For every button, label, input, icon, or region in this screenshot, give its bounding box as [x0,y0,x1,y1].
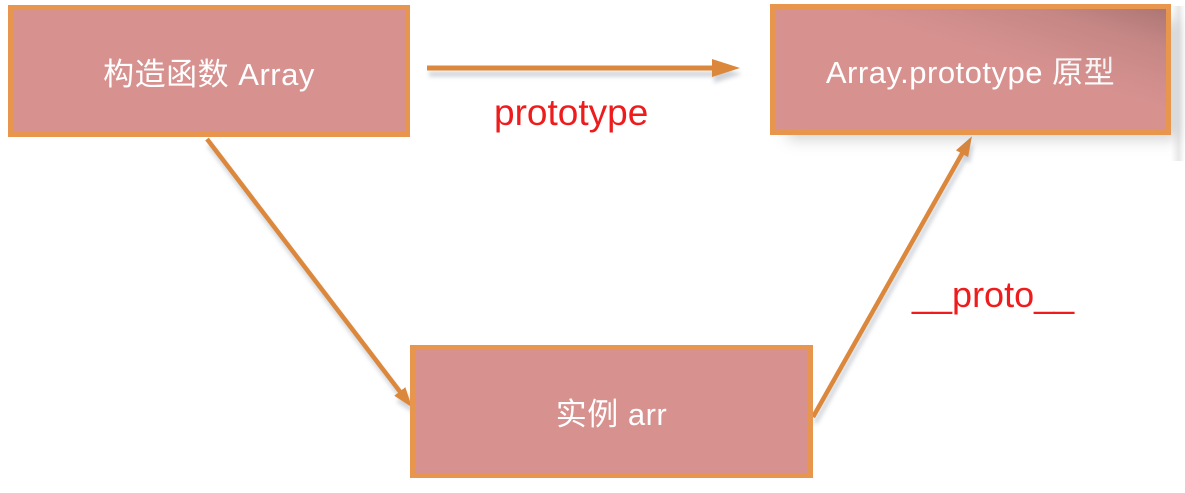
instance-box-label: 实例 arr [555,397,668,432]
prototype-box: Array.prototype 原型 [770,4,1171,135]
constructor-box-label: 构造函数 Array [103,56,315,92]
instance-box: 实例 arr [410,345,813,478]
constructor-to-instance-arrow [205,137,412,408]
constructor-box: 构造函数 Array [8,5,410,137]
prototype-box-label: Array.prototype 原型 [825,55,1116,90]
proto-arrow [811,136,972,419]
prototype-edge-label: prototype [494,92,649,133]
proto-edge-label: __proto__ [912,274,1075,315]
